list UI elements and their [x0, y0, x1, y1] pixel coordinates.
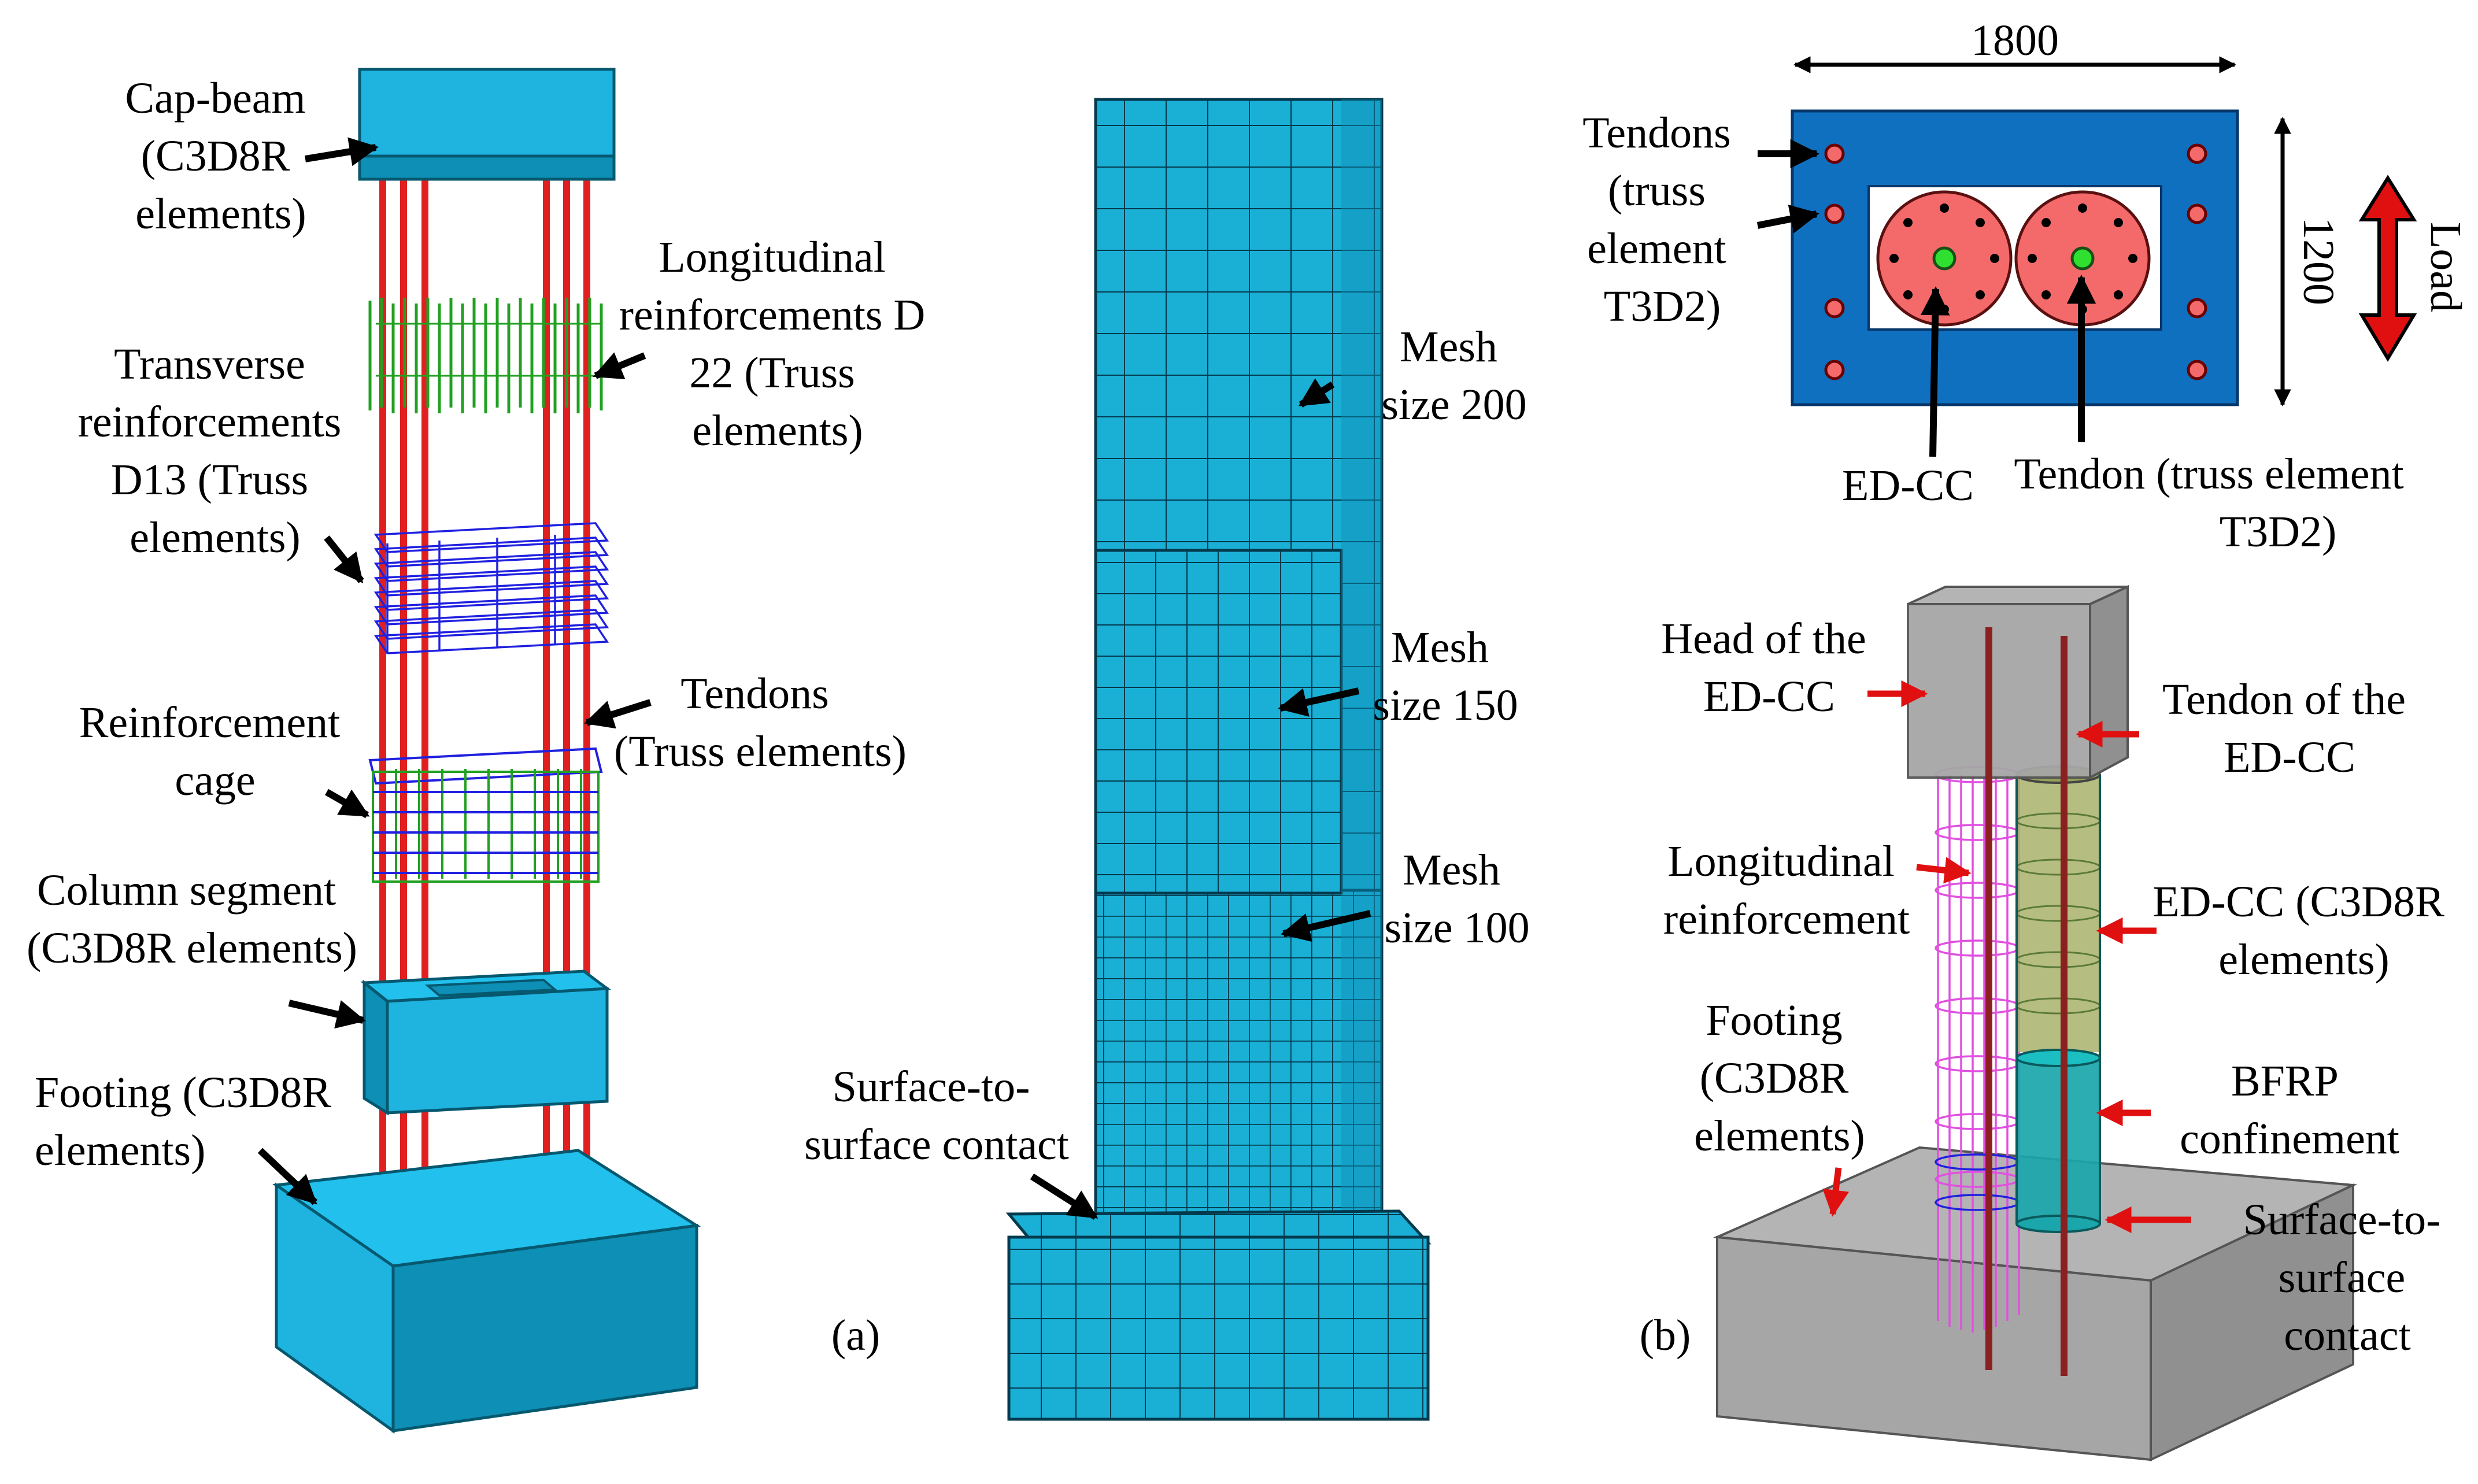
panel-b-red-arrows — [1822, 680, 2191, 1234]
mesh-200-label: Mesh size 200 — [1381, 323, 1526, 429]
reinforcement-cage — [368, 747, 603, 883]
longitudinal-reinforcement-bars — [368, 298, 603, 413]
longitudinal-reinforcements-label: Longitudinal reinforcements D 22 (Truss … — [619, 233, 937, 455]
tendon-edcc-label: Tendon of the ED-CC — [2162, 675, 2417, 782]
mesh-labels: Mesh size 200 Mesh size 150 Mesh size 10… — [804, 323, 1529, 1360]
mesh-arrows — [1030, 378, 1371, 1220]
transverse-reinforcements-label: Transverse reinforcements D13 (Truss ele… — [78, 340, 353, 562]
meshed-column-model — [1005, 98, 1432, 1421]
exploded-column-model — [272, 68, 701, 1434]
edcc-elements-label: ED-CC (C3D8R elements) — [2152, 878, 2455, 984]
bfrp-label: BFRP confinement — [2180, 1057, 2399, 1163]
mesh-100-label: Mesh size 100 — [1384, 846, 1529, 952]
reinforcement-cage-label: Reinforcement cage — [79, 698, 352, 805]
edcc-label: ED-CC — [1842, 461, 1974, 510]
edcc-3d-model — [1713, 584, 2358, 1462]
mesh-150-label: Mesh size 150 — [1373, 623, 1518, 730]
longitudinal-reinforcement-label-b: Longitudinal reinforcement — [1663, 837, 1910, 943]
edcc-head-box — [1907, 584, 2129, 780]
tendon-element-label: Tendon (truss element T3D2) — [2014, 450, 2414, 556]
plan-tendon-holes — [1824, 143, 2207, 380]
height-dimension-label: 1200 — [2294, 217, 2343, 305]
width-dimension-label: 1800 — [1971, 16, 2059, 65]
meshed-footing — [1005, 1209, 1432, 1421]
edcc-tendon-bars — [1985, 627, 2068, 1376]
surface-contact-label-b: Surface-to- surface contact — [2243, 1196, 2452, 1360]
footing-block — [272, 1149, 701, 1434]
column-segment-block — [360, 969, 611, 1116]
footing-label: Footing (C3D8R elements) — [35, 1068, 342, 1175]
transverse-reinforcement-stirrups — [373, 522, 609, 654]
panel-b-tag: (b) — [1640, 1311, 1691, 1360]
panel-a-arrows — [257, 137, 652, 1205]
plan-arrows — [1756, 139, 2096, 457]
cap-beam-block — [358, 68, 616, 181]
load-arrow — [2358, 175, 2417, 362]
edcc-cylinder — [2015, 765, 2101, 1233]
edcc-circles — [1876, 190, 2151, 327]
surface-contact-label-a: Surface-to- surface contact — [804, 1063, 1069, 1169]
plan-view: 1800 1200 Load Tendons (truss element T3… — [1582, 16, 2470, 556]
panel-a-tag: (a) — [831, 1311, 880, 1360]
tendons-label: Tendons (Truss elements) — [614, 669, 907, 776]
panel-a-labels: Cap-beam (C3D8R elements) Longitudinal r… — [27, 74, 937, 1175]
column-segment-label: Column segment (C3D8R elements) — [27, 866, 357, 972]
plan-tendons-label: Tendons (truss element T3D2) — [1582, 109, 1741, 331]
panel-b-labels: Head of the ED-CC Tendon of the ED-CC Lo… — [1640, 615, 2455, 1360]
footing-label-b: Footing (C3D8R elements) — [1694, 996, 1865, 1160]
head-edcc-label: Head of the ED-CC — [1661, 615, 1877, 721]
load-label: Load — [2421, 222, 2470, 312]
cap-beam-label: Cap-beam (C3D8R elements) — [125, 74, 316, 238]
